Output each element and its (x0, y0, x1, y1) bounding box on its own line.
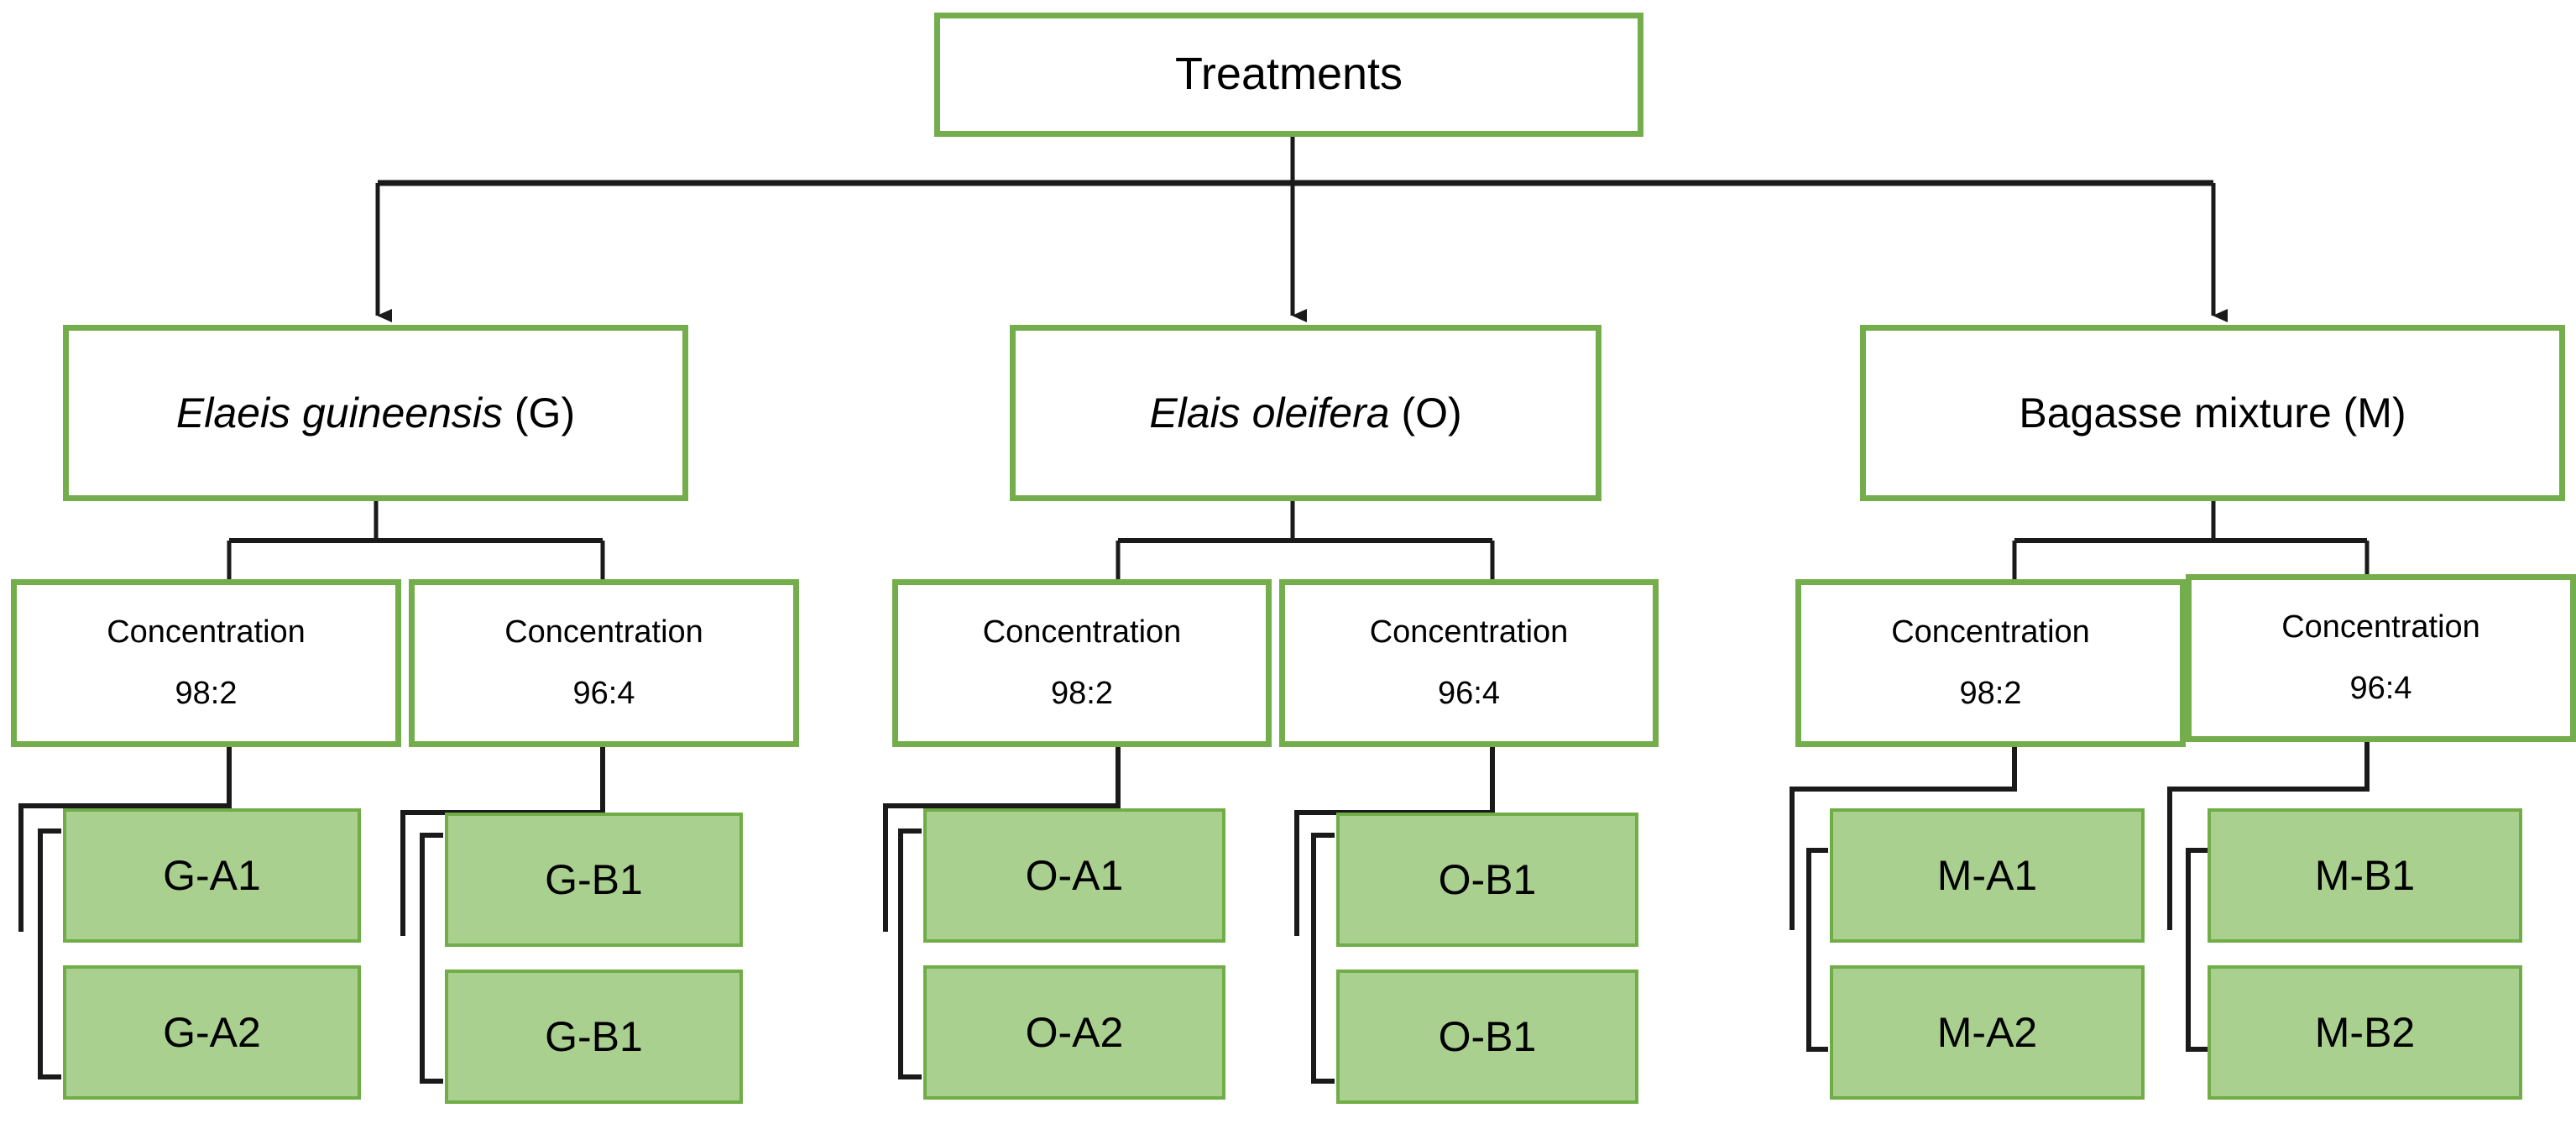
node-species-M[interactable]: Bagasse mixture (M) (1860, 325, 2565, 501)
bracket-G-B (420, 833, 443, 1084)
node-sample-M-B2-label: M-B2 (2314, 1008, 2416, 1056)
node-sample-G-A2-label: G-A2 (163, 1008, 261, 1056)
concentration-G-A-ratio: 98:2 (175, 676, 238, 711)
connector-group-O-split (1116, 500, 1495, 579)
concentration-M-A-ratio: 98:2 (1959, 676, 2022, 711)
node-sample-O-B1-first-label: O-B1 (1438, 855, 1537, 903)
node-species-O[interactable]: Elais oleifera (O) (1010, 325, 1602, 501)
species-O-binomial: Elais oleifera (1149, 389, 1390, 436)
connector-group-G-split (227, 500, 605, 579)
concentration-G-A-title: Concentration (107, 614, 306, 650)
bracket-O-A (898, 828, 922, 1079)
node-sample-O-A2[interactable]: O-A2 (923, 965, 1225, 1100)
node-sample-G-B1-second-label: G-B1 (545, 1012, 643, 1060)
node-treatments-label: Treatments (1174, 49, 1403, 100)
node-sample-O-B1-second-label: O-B1 (1438, 1012, 1537, 1060)
concentration-O-A-ratio: 98:2 (1051, 676, 1113, 711)
species-G-binomial: Elaeis guineensis (175, 389, 504, 436)
bracket-M-B (2186, 848, 2208, 1052)
node-sample-G-A1[interactable]: G-A1 (63, 808, 361, 943)
concentration-M-B-ratio: 96:4 (2349, 671, 2412, 706)
node-sample-O-A2-label: O-A2 (1025, 1008, 1124, 1056)
species-G-code: (G) (503, 389, 576, 436)
node-sample-G-B1-second[interactable]: G-B1 (445, 970, 743, 1104)
node-concentration-M-98-2[interactable]: Concentration 98:2 (1795, 579, 2186, 747)
node-concentration-O-98-2[interactable]: Concentration 98:2 (892, 579, 1272, 747)
concentration-G-B-ratio: 96:4 (572, 676, 635, 711)
node-sample-G-A2[interactable]: G-A2 (63, 965, 361, 1100)
concentration-M-A-title: Concentration (1891, 614, 2090, 650)
node-sample-O-B1-second[interactable]: O-B1 (1336, 970, 1638, 1104)
concentration-G-B-title: Concentration (504, 614, 703, 650)
node-concentration-M-96-4[interactable]: Concentration 96:4 (2186, 574, 2576, 742)
node-treatments-root[interactable]: Treatments (934, 13, 1643, 137)
bracket-G-A (38, 828, 61, 1079)
node-sample-O-A1-label: O-A1 (1025, 851, 1124, 899)
node-sample-O-A1[interactable]: O-A1 (923, 808, 1225, 943)
node-sample-M-A1[interactable]: M-A1 (1830, 808, 2145, 943)
node-sample-M-B1[interactable]: M-B1 (2208, 808, 2522, 943)
node-species-O-label: Elais oleifera (O) (1149, 387, 1461, 440)
node-species-G[interactable]: Elaeis guineensis (G) (63, 325, 688, 501)
connector-group-M-split (2012, 500, 2370, 579)
node-sample-O-B1-first[interactable]: O-B1 (1336, 813, 1638, 947)
node-sample-M-B2[interactable]: M-B2 (2208, 965, 2522, 1100)
species-O-code: (O) (1389, 389, 1462, 436)
node-sample-G-A1-label: G-A1 (163, 851, 261, 899)
node-sample-G-B1-first-label: G-B1 (545, 855, 643, 903)
bracket-O-B (1311, 833, 1335, 1084)
node-sample-M-A2-label: M-A2 (1936, 1008, 2038, 1056)
node-concentration-O-96-4[interactable]: Concentration 96:4 (1279, 579, 1659, 747)
concentration-M-B-title: Concentration (2281, 609, 2480, 645)
node-species-G-label: Elaeis guineensis (G) (176, 387, 575, 440)
node-concentration-G-96-4[interactable]: Concentration 96:4 (409, 579, 799, 747)
concentration-O-B-title: Concentration (1369, 614, 1569, 650)
node-sample-M-A1-label: M-A1 (1936, 851, 2038, 899)
concentration-O-B-ratio: 96:4 (1438, 676, 1500, 711)
node-sample-M-A2[interactable]: M-A2 (1830, 965, 2145, 1100)
bracket-M-A (1806, 848, 1828, 1052)
concentration-O-A-title: Concentration (982, 614, 1182, 650)
node-concentration-G-98-2[interactable]: Concentration 98:2 (11, 579, 401, 747)
node-species-M-label: Bagasse mixture (M) (2019, 389, 2406, 436)
node-sample-G-B1-first[interactable]: G-B1 (445, 813, 743, 947)
node-sample-M-B1-label: M-B1 (2314, 851, 2416, 899)
